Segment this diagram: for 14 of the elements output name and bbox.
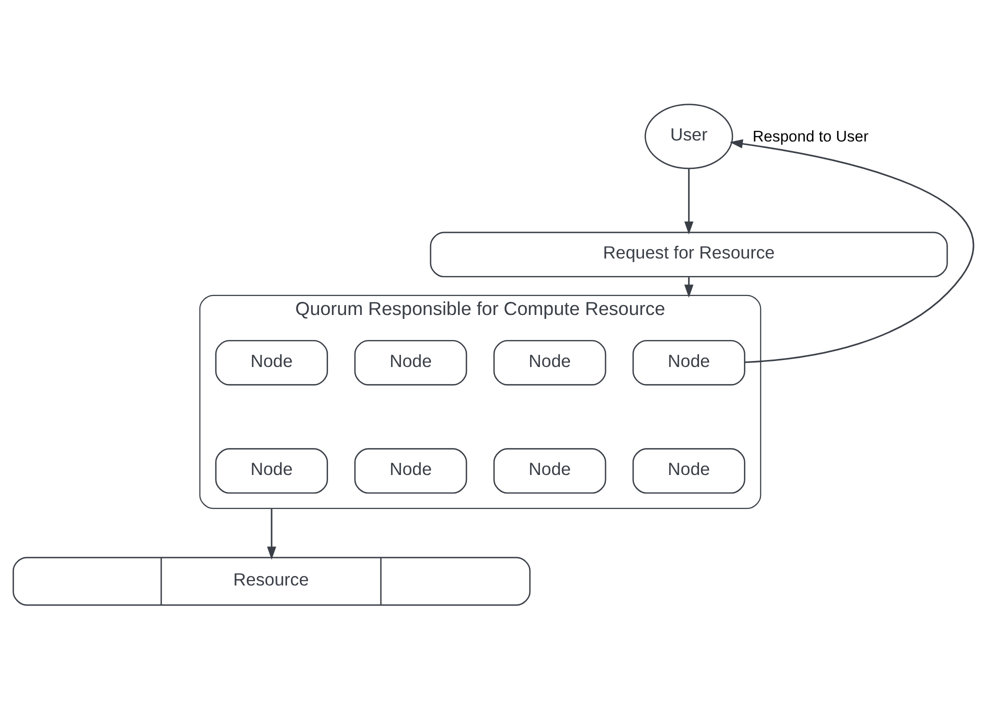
arrow <box>267 508 276 560</box>
node-box: Node <box>354 340 468 386</box>
node-box: Node <box>632 448 746 494</box>
arrow <box>684 168 694 235</box>
node-box: Request for Resource <box>430 232 948 278</box>
arrow <box>730 139 974 363</box>
node-ellipse: User <box>644 104 734 170</box>
edge-label: Respond to User <box>752 128 868 146</box>
node-box: Node <box>215 448 328 494</box>
node-box: Node <box>215 340 328 386</box>
node-box: Node <box>493 448 606 494</box>
node-box: Node <box>632 340 746 386</box>
node-box: Node <box>493 340 606 386</box>
node-box: Node <box>354 448 468 494</box>
